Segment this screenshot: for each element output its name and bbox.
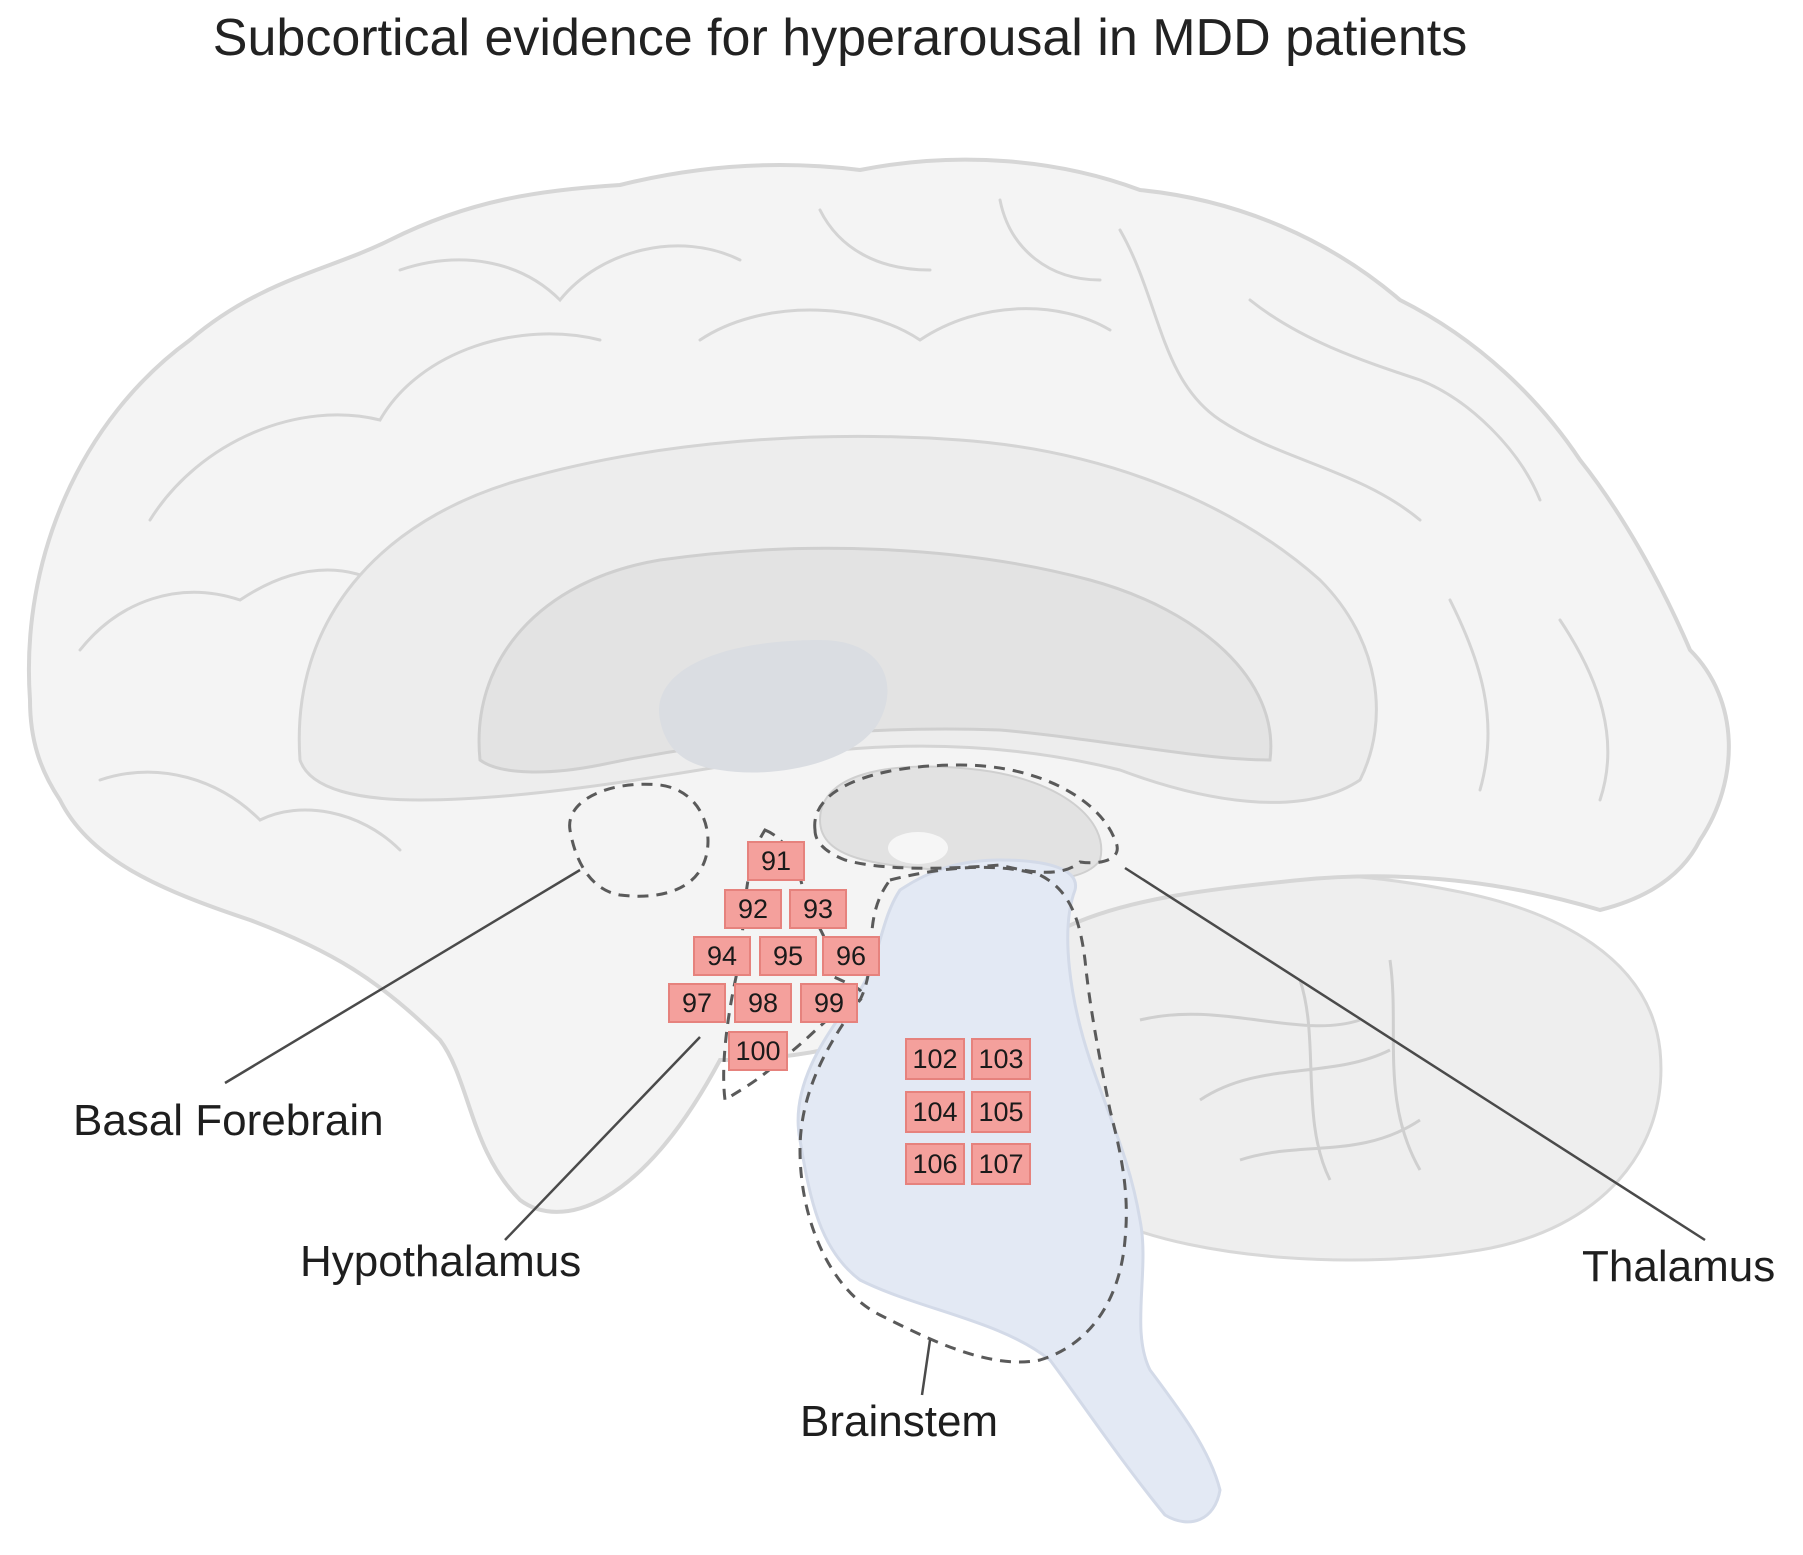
reference-number: 103 bbox=[978, 1044, 1023, 1074]
hypothalamus-leader bbox=[504, 1036, 701, 1241]
corpus-callosum bbox=[297, 434, 1378, 804]
basal-forebrain-leader bbox=[224, 868, 581, 1085]
brainstem-references: 102 103 104 105 106 107 bbox=[905, 1038, 1031, 1185]
brainstem-leader bbox=[920, 1339, 932, 1396]
reference-box: 93 bbox=[789, 889, 847, 929]
reference-box: 105 bbox=[971, 1091, 1031, 1133]
reference-number: 99 bbox=[814, 988, 844, 1018]
cerebellum bbox=[1052, 871, 1663, 1262]
reference-number: 104 bbox=[912, 1097, 957, 1127]
reference-number: 105 bbox=[978, 1097, 1023, 1127]
reference-box: 104 bbox=[905, 1091, 965, 1133]
reference-box: 94 bbox=[693, 936, 751, 976]
reference-box: 98 bbox=[734, 983, 792, 1023]
reference-number: 100 bbox=[735, 1036, 780, 1066]
reference-box: 100 bbox=[728, 1031, 788, 1071]
thalamus-label: Thalamus bbox=[1582, 1242, 1775, 1291]
reference-number: 96 bbox=[836, 941, 866, 971]
thalamus-leader bbox=[1124, 866, 1706, 1242]
reference-box: 95 bbox=[759, 936, 817, 976]
reference-number: 98 bbox=[748, 988, 778, 1018]
reference-box: 107 bbox=[971, 1143, 1031, 1185]
reference-box: 96 bbox=[822, 936, 880, 976]
reference-number: 97 bbox=[682, 988, 712, 1018]
brainstem-outline bbox=[798, 865, 1128, 1364]
reference-box: 99 bbox=[800, 983, 858, 1023]
basal-forebrain-label: Basal Forebrain bbox=[73, 1096, 384, 1145]
reference-number: 102 bbox=[912, 1044, 957, 1074]
reference-box: 92 bbox=[724, 889, 782, 929]
brainstem-label: Brainstem bbox=[800, 1397, 998, 1446]
reference-box: 102 bbox=[905, 1038, 965, 1080]
reference-number: 95 bbox=[773, 941, 803, 971]
reference-box: 91 bbox=[747, 841, 805, 881]
basal-forebrain-outline bbox=[568, 782, 710, 898]
hypothalamus-references: 91 92 93 94 95 96 97 98 99 100 bbox=[668, 841, 880, 1071]
reference-number: 91 bbox=[761, 846, 791, 876]
reference-box: 106 bbox=[905, 1143, 965, 1185]
reference-number: 107 bbox=[978, 1149, 1023, 1179]
hypothalamus-label: Hypothalamus bbox=[300, 1237, 581, 1286]
reference-number: 106 bbox=[912, 1149, 957, 1179]
reference-number: 94 bbox=[707, 941, 737, 971]
reference-number: 93 bbox=[803, 894, 833, 924]
interthalamic-adhesion bbox=[888, 832, 948, 864]
diagram-title: Subcortical evidence for hyperarousal in… bbox=[212, 9, 1468, 67]
reference-number: 92 bbox=[738, 894, 768, 924]
reference-box: 97 bbox=[668, 983, 726, 1023]
reference-box: 103 bbox=[971, 1038, 1031, 1080]
